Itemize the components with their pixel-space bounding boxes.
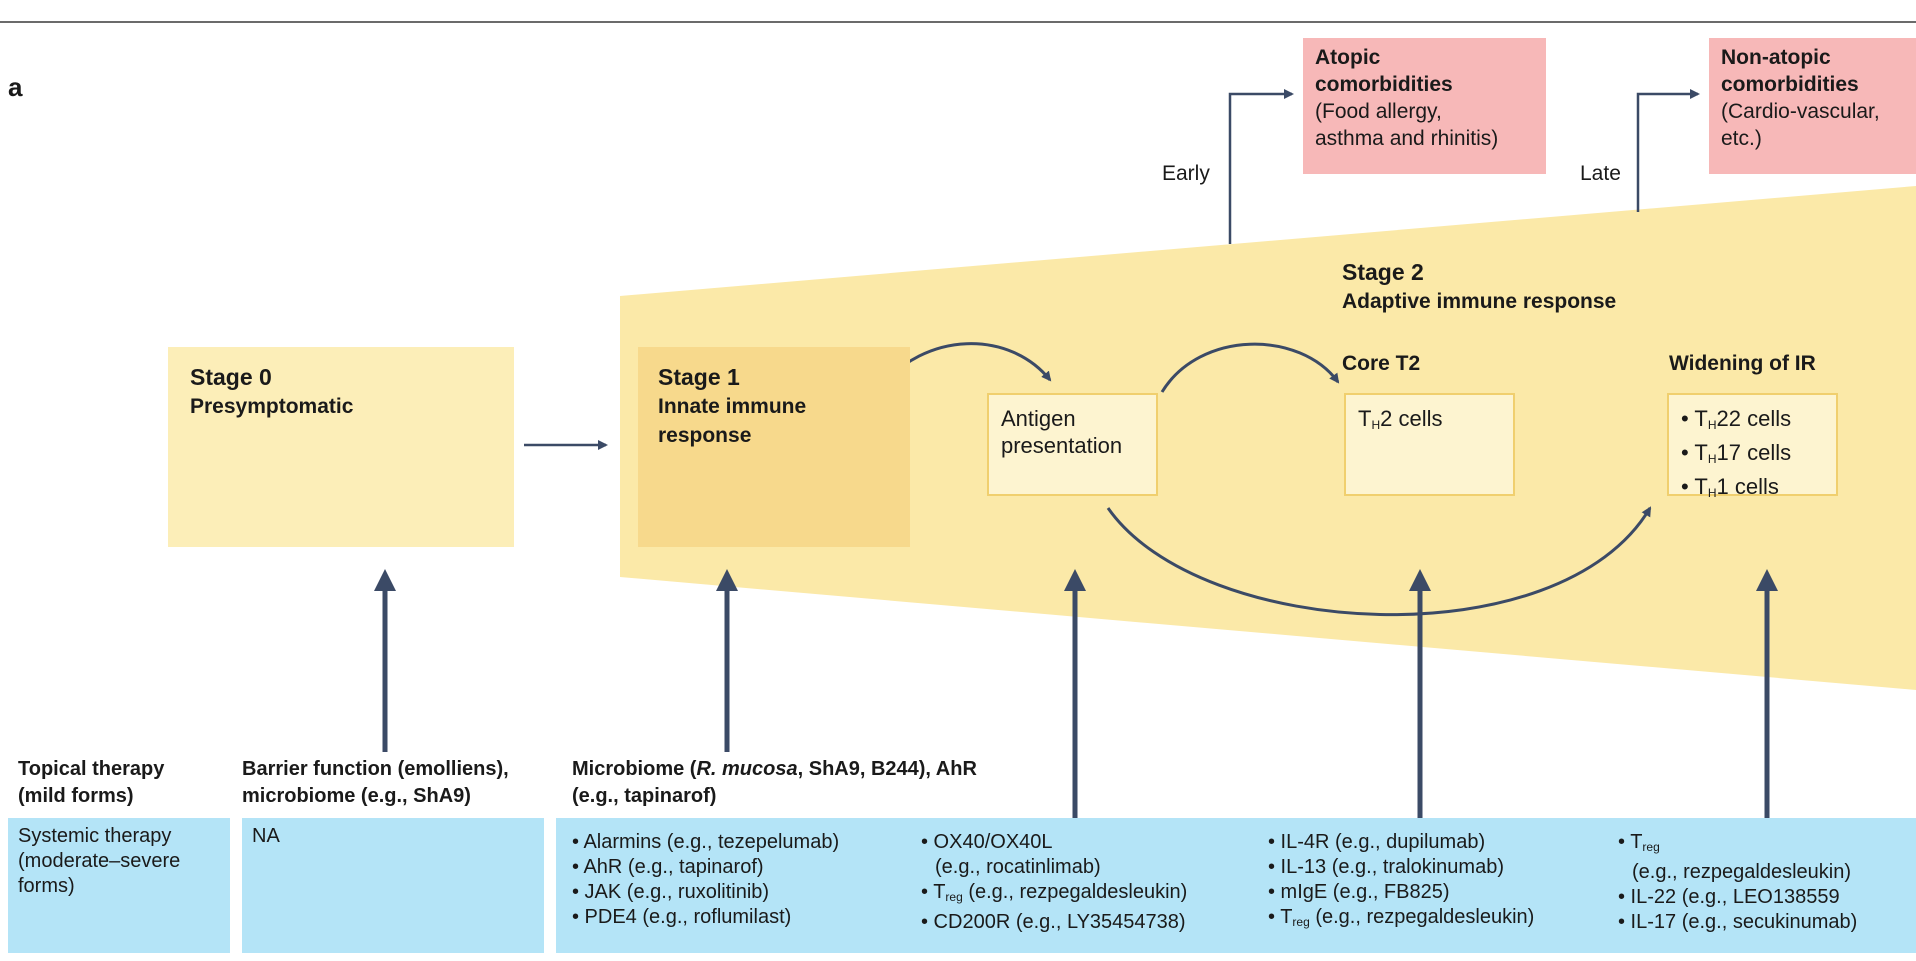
nonatopic-title-line2: comorbidities (1721, 73, 1859, 96)
systemic-col-widening: • Treg (e.g., rezpegaldesleukin) • IL-22… (1618, 830, 1857, 935)
stage2-title: Stage 2 (1342, 259, 1424, 285)
systemic-therapy-header: Systemic therapy (moderate–severe forms) (8, 818, 230, 953)
atopic-detail-line1: (Food allergy, (1315, 100, 1442, 123)
list-item: • Alarmins (e.g., tezepelumab) (572, 831, 840, 853)
systemic-col-th2: • IL-4R (e.g., dupilumab) • IL-13 (e.g.,… (1268, 830, 1534, 935)
stage0-subtitle: Presymptomatic (190, 395, 354, 418)
widening-of-ir-label: Widening of IR (1669, 352, 1816, 375)
stage1-box: Stage 1 Innate immune response (638, 347, 910, 547)
core-t2-label: Core T2 (1342, 352, 1421, 375)
nonatopic-comorbidities-box: Non-atopic comorbidities (Cardio-vascula… (1709, 38, 1916, 174)
topical-col1-line1: Barrier function (emolliens), (242, 758, 509, 780)
topical-header-line1: Topical therapy (18, 758, 165, 780)
top-rule (0, 21, 1916, 23)
th2-cells-text: TH2 cells (1358, 406, 1443, 432)
late-label: Late (1580, 162, 1621, 185)
list-item: • JAK (e.g., ruxolitinib) (572, 881, 770, 903)
list-item: • IL-13 (e.g., tralokinumab) (1268, 856, 1504, 878)
stage0-box: Stage 0 Presymptomatic (168, 347, 514, 547)
widening-item-th22: • TH22 cells (1681, 406, 1792, 432)
topical-therapy-header: Topical therapy (mild forms) (18, 756, 164, 810)
nonatopic-detail-line2: etc.) (1721, 127, 1762, 150)
stage1-subtitle-line2: response (658, 424, 752, 447)
arrow-antigen-to-widening (1106, 506, 1652, 617)
widening-item-th1: • TH1 cells (1681, 474, 1779, 500)
topical-barrier-function: Barrier function (emolliens), microbiome… (242, 756, 509, 810)
early-label: Early (1162, 162, 1210, 185)
list-item: • IL-17 (e.g., secukinumab) (1618, 911, 1858, 933)
systemic-header-line3: forms) (18, 875, 75, 897)
systemic-therapy-list: • Alarmins (e.g., tezepelumab) • AhR (e.… (556, 818, 1916, 953)
stage2-wedge (620, 186, 1916, 690)
widening-box: • TH22 cells • TH17 cells • TH1 cells (1667, 393, 1838, 500)
list-item: • AhR (e.g., tapinarof) (572, 856, 764, 878)
list-item: • OX40/OX40L (921, 831, 1053, 853)
topical-col2-line2: (e.g., tapinarof) (572, 785, 717, 807)
list-item: (e.g., rocatinlimab) (935, 856, 1101, 878)
panel-letter: a (8, 72, 23, 102)
stage0-title: Stage 0 (190, 364, 272, 390)
list-item: (e.g., rezpegaldesleukin) (1632, 861, 1852, 883)
stage2-label: Stage 2 Adaptive immune response (1342, 258, 1616, 316)
list-item: • Treg (1618, 831, 1660, 854)
systemic-na-value: NA (252, 825, 280, 847)
systemic-stage0-cell: NA (242, 818, 544, 953)
atopic-title-line2: comorbidities (1315, 73, 1453, 96)
stage2-subtitle: Adaptive immune response (1342, 290, 1617, 313)
list-item: • CD200R (e.g., LY35454738) (921, 911, 1186, 933)
nonatopic-detail-line1: (Cardio-vascular, (1721, 100, 1880, 123)
list-item: • PDE4 (e.g., roflumilast) (572, 906, 792, 928)
topical-col2-line1: Microbiome (R. mucosa, ShA9, B244), AhR (572, 758, 977, 780)
stage1-subtitle-line1: Innate immune (658, 395, 807, 418)
antigen-presentation-box: Antigen presentation (987, 393, 1158, 496)
widening-item-th17: • TH17 cells (1681, 440, 1792, 466)
topical-col1-line2: microbiome (e.g., ShA9) (242, 785, 471, 807)
th2-cells-box: TH2 cells (1344, 393, 1515, 496)
list-item: • Treg (e.g., rezpegaldesleukin) (1268, 906, 1535, 929)
systemic-col-stage1: • Alarmins (e.g., tezepelumab) • AhR (e.… (572, 830, 839, 930)
list-item: • IL-4R (e.g., dupilumab) (1268, 831, 1486, 853)
antigen-line1: Antigen (1001, 406, 1076, 431)
systemic-col-antigen: • OX40/OX40L (e.g., rocatinlimab) • Treg… (921, 830, 1187, 935)
systemic-header-line2: (moderate–severe (18, 850, 181, 872)
antigen-line2: presentation (1001, 433, 1123, 458)
stage1-title: Stage 1 (658, 364, 740, 390)
nonatopic-title-line1: Non-atopic (1721, 46, 1831, 69)
topical-microbiome: Microbiome (R. mucosa, ShA9, B244), AhR … (572, 756, 977, 810)
list-item: • mIgE (e.g., FB825) (1268, 881, 1450, 903)
topical-header-line2: (mild forms) (18, 785, 134, 807)
arrow-early-atopic (1228, 89, 1294, 244)
systemic-header-line1: Systemic therapy (18, 825, 172, 847)
arrow-antigen-to-th2 (1160, 342, 1340, 393)
atopic-detail-line2: asthma and rhinitis) (1315, 127, 1499, 150)
list-item: • Treg (e.g., rezpegaldesleukin) (921, 881, 1188, 904)
list-item: • IL-22 (e.g., LEO138559 (1618, 886, 1840, 908)
atopic-title-line1: Atopic (1315, 46, 1381, 69)
atopic-comorbidities-box: Atopic comorbidities (Food allergy, asth… (1303, 38, 1546, 174)
arrow-late-nonatopic (1636, 89, 1700, 212)
